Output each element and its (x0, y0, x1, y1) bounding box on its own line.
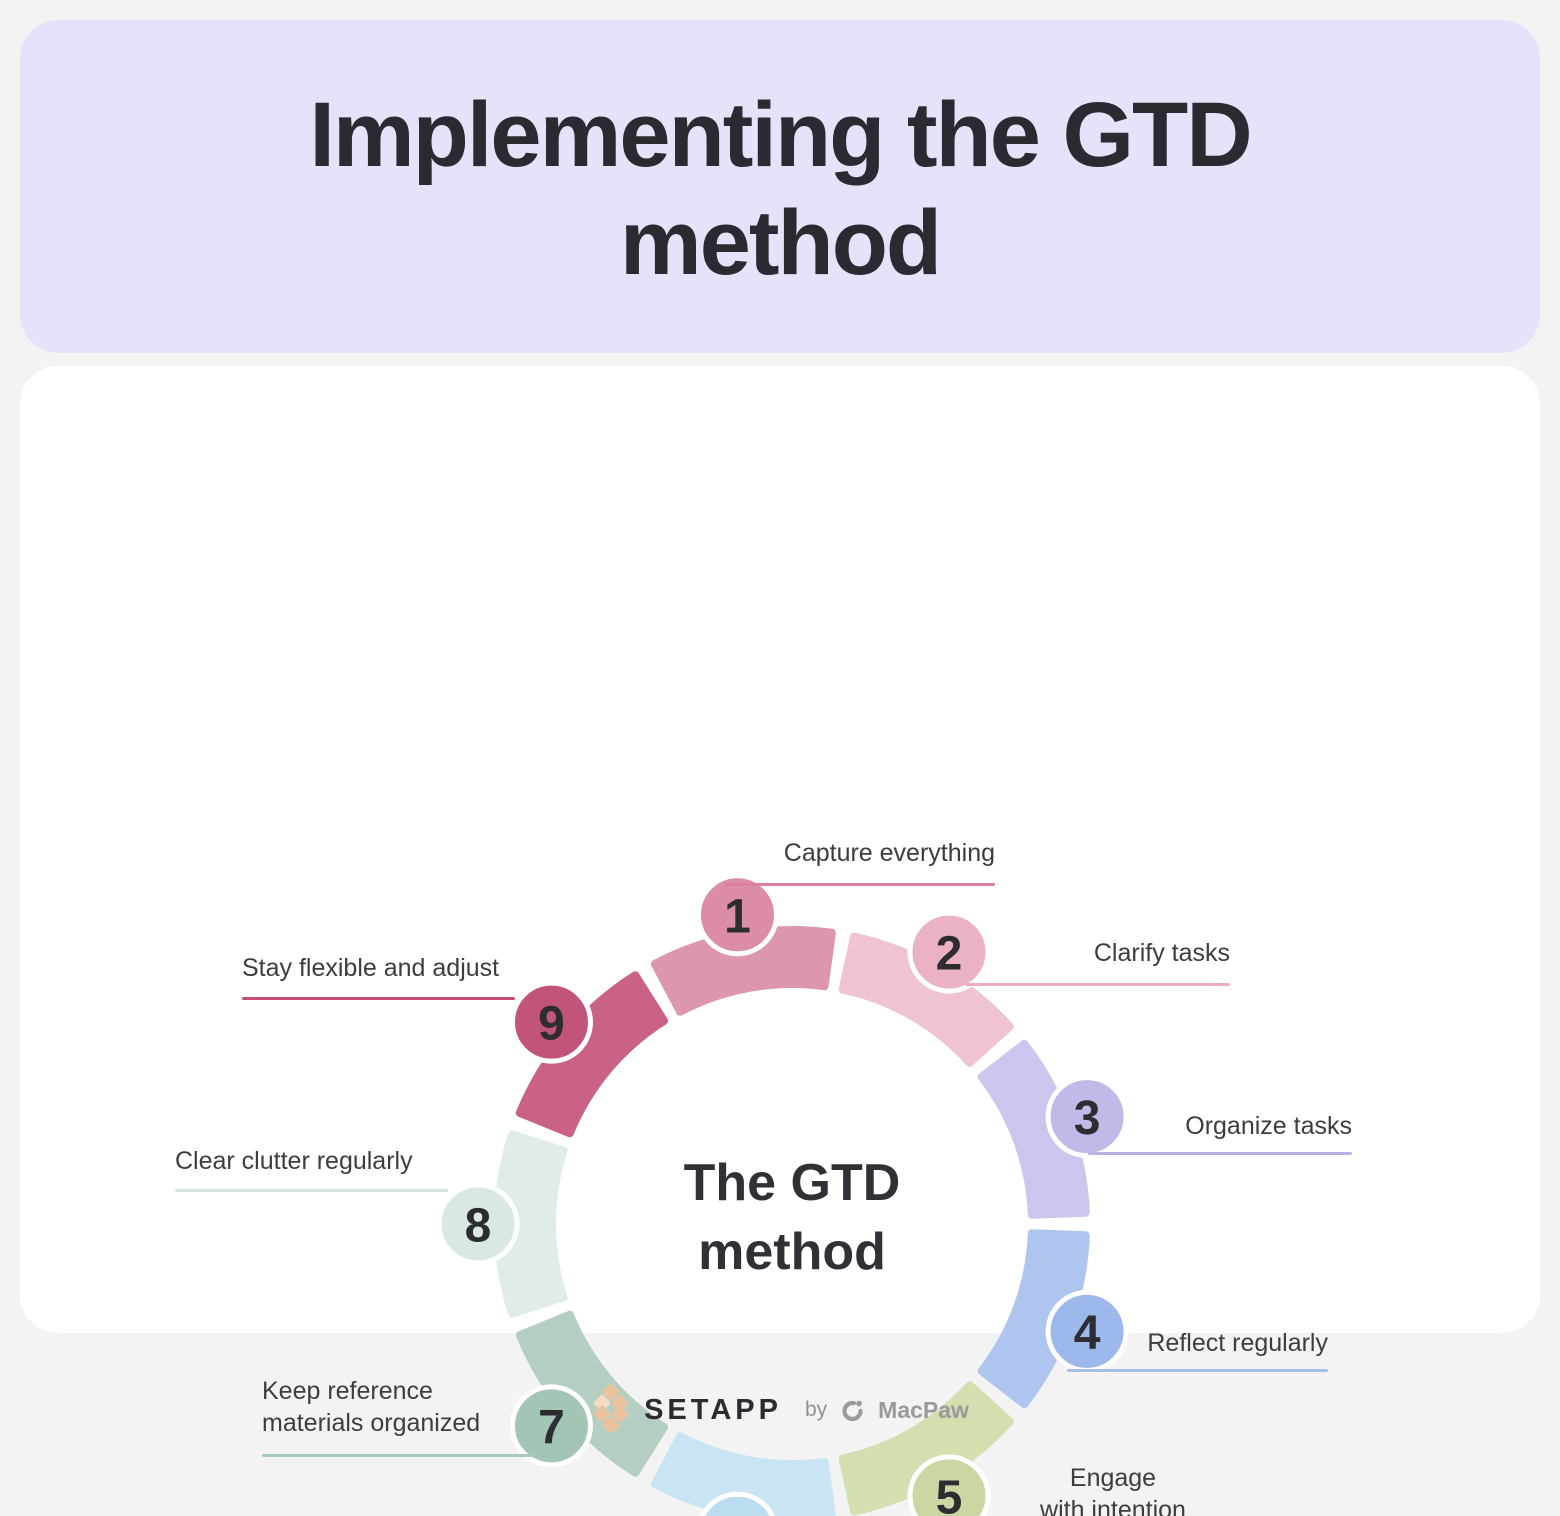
macpaw-icon (842, 1400, 863, 1421)
gtd-ring-diagram: 1 2 3 4 5 6 7 8 9 (436, 873, 1129, 1516)
step-badge-number: 6 (724, 1509, 751, 1516)
step-underline (242, 997, 515, 1000)
step-badge-number: 3 (1074, 1092, 1101, 1145)
step-badge-number: 4 (1074, 1307, 1101, 1360)
step-badge-number: 2 (936, 928, 963, 981)
footer-logo-row: SETAPP by MacPaw (0, 1384, 1560, 1436)
step-label-1: Capture everything (725, 837, 995, 886)
step-badge-2 (907, 910, 991, 994)
step-underline (1088, 1152, 1352, 1155)
diagram-card: 1 2 3 4 5 6 7 8 9 The GTD method Capture everyth… (20, 366, 1540, 1516)
macpaw-wordmark: MacPaw (878, 1396, 969, 1423)
step-label-text: Stay flexible and adjust (242, 954, 500, 982)
step-label-text: Clarify tasks (1093, 939, 1230, 967)
step-badge-9 (509, 980, 593, 1064)
setapp-icon (593, 1384, 629, 1434)
step-underline (1067, 1369, 1328, 1372)
step-underline (262, 1454, 532, 1457)
step-underline (175, 1189, 448, 1192)
step-label-4: Reflect regularly (1067, 1327, 1328, 1372)
step-label-text: Engage with intention (1040, 1464, 1186, 1516)
step-label-text: Capture everything (783, 839, 995, 867)
diagram-center-label: The GTD method (683, 1154, 901, 1281)
step-label-text: Clear clutter regularly (175, 1147, 413, 1175)
step-badge-number: 9 (538, 998, 565, 1051)
step-badge-7 (509, 1384, 593, 1468)
step-badge-3 (1045, 1075, 1129, 1159)
ring-segment-6 (650, 1432, 836, 1516)
step-badge-number: 1 (724, 890, 751, 943)
step-label-text: Keep reference materials organized (262, 1377, 481, 1437)
setapp-wordmark: SETAPP (644, 1393, 782, 1426)
step-label-2: Clarify tasks (965, 937, 1230, 986)
step-underline (965, 983, 1230, 986)
step-badge-6 (699, 1491, 776, 1516)
step-underline (725, 883, 995, 886)
step-label-text: Reflect regularly (1147, 1329, 1328, 1357)
page-title: Implementing the GTD method (309, 83, 1252, 294)
title-panel: Implementing the GTD method (20, 20, 1540, 353)
step-label-8: Clear clutter regularly (175, 1145, 448, 1192)
step-label-5: Engage with intention (917, 1462, 1189, 1516)
by-label: by (804, 1398, 828, 1421)
step-label-9: Stay flexible and adjust (242, 952, 515, 1000)
step-badge-number: 8 (465, 1200, 492, 1253)
step-label-7: Keep reference materials organized (262, 1375, 532, 1457)
step-label-3: Organize tasks (1088, 1110, 1352, 1155)
step-badge-number: 5 (936, 1471, 963, 1516)
step-badge-1 (695, 873, 779, 957)
step-label-text: Organize tasks (1185, 1112, 1352, 1140)
step-badge-5 (907, 1454, 991, 1516)
step-badge-8 (436, 1182, 520, 1266)
step-badge-number: 7 (538, 1401, 565, 1454)
